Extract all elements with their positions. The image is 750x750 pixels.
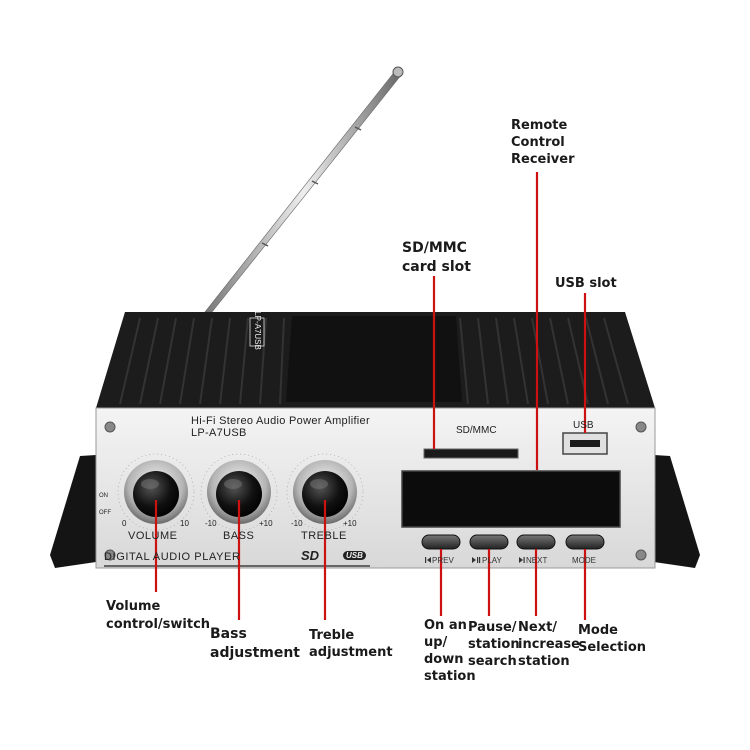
top-model-label: LP-A7USB: [252, 311, 262, 350]
callout-prev: On an up/ down station: [424, 618, 476, 684]
right-mount-foot: [654, 455, 700, 568]
usb-slot-label: USB: [573, 420, 594, 431]
callout-next: Next/ increase station: [518, 620, 580, 669]
callout-usb-slot: USB slot: [555, 276, 617, 291]
volume-label: VOLUME: [128, 530, 178, 542]
callout-play: Pause/ station search: [468, 620, 520, 669]
brand-line: Hi-Fi Stereo Audio Power Amplifier: [191, 415, 370, 427]
volume-on-label: ON: [99, 493, 108, 499]
callout-treble: Treble adjustment: [309, 628, 393, 660]
sd-slot-label: SD/MMC: [456, 425, 497, 436]
sd-card-slot[interactable]: [423, 448, 519, 459]
next-icon: [519, 557, 525, 563]
callout-bass: Bass adjustment: [210, 626, 301, 661]
mode-button[interactable]: [565, 534, 605, 550]
bass-min: -10: [205, 519, 217, 528]
bass-label: BASS: [223, 530, 255, 542]
sd-logo: SD: [301, 548, 320, 563]
volume-off-label: OFF: [99, 510, 111, 516]
digital-audio-player-label: DIGITAL AUDIO PLAYER: [104, 551, 241, 563]
lcd-display: [401, 470, 621, 528]
callout-lines: [154, 172, 587, 620]
usb-logo: USB: [343, 551, 366, 560]
callout-volume: Volume control/switch: [106, 599, 211, 632]
mode-label: MODE: [572, 556, 596, 565]
play-label: PLAY: [482, 556, 502, 565]
panel-screws: [104, 421, 647, 561]
volume-min: 0: [122, 519, 127, 528]
amplifier-top-body: [96, 312, 655, 408]
prev-label: PREV: [432, 556, 454, 565]
treble-min: -10: [291, 519, 303, 528]
next-label: NEXT: [526, 556, 548, 565]
bass-knob[interactable]: [200, 453, 278, 531]
treble-label: TREBLE: [301, 530, 347, 542]
antenna: [204, 66, 404, 313]
treble-knob[interactable]: [286, 453, 364, 531]
prev-button[interactable]: [421, 534, 461, 550]
volume-knob[interactable]: [117, 453, 195, 531]
callout-sdmmc-card-slot: SD/MMC card slot: [402, 240, 471, 275]
callout-mode: Mode Selection: [578, 623, 647, 655]
prev-icon: [425, 557, 431, 563]
volume-max: 10: [180, 519, 189, 528]
treble-max: +10: [343, 519, 357, 528]
model-label: LP-A7USB: [191, 427, 247, 439]
play-button[interactable]: [469, 534, 509, 550]
next-button[interactable]: [516, 534, 556, 550]
callout-remote-receiver: Remote Control Receiver: [511, 118, 575, 167]
bass-max: +10: [259, 519, 273, 528]
left-mount-foot: [50, 455, 96, 568]
play-pause-icon: [472, 557, 481, 563]
